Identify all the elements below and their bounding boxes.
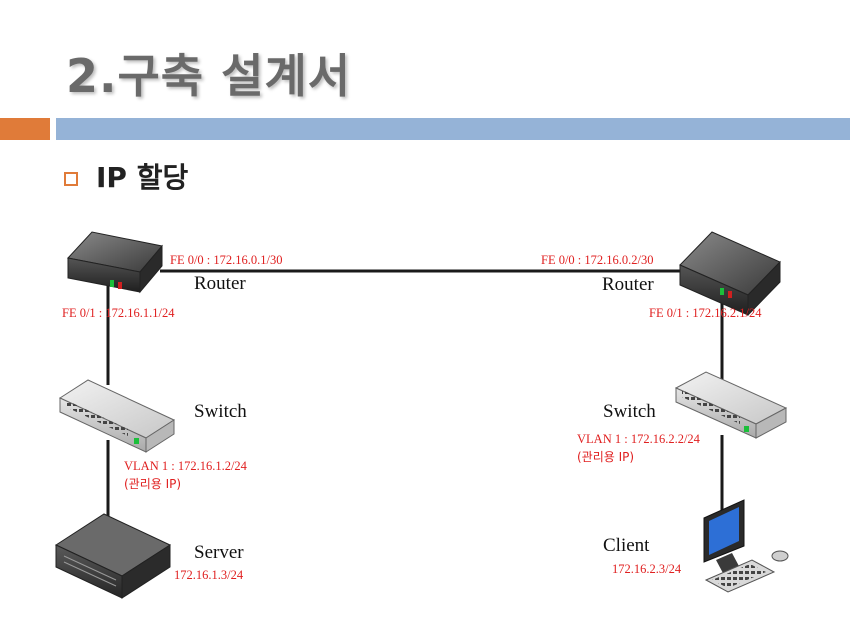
router-right-fe00-ip: FE 0/0 : 172.16.0.2/30 [541,253,654,267]
square-bullet-icon [64,172,78,186]
server-label: Server [194,542,244,563]
client-ip: 172.16.2.3/24 [612,562,682,576]
switch-right-label: Switch [603,401,656,422]
router-left-label: Router [194,273,246,294]
server-ip: 172.16.1.3/24 [174,568,244,582]
section-heading: IP 할당 [96,161,189,194]
router-right-fe01-ip: FE 0/1 : 172.16.2.1/24 [649,306,762,320]
slide-title: 2.구축 설계서 [66,49,352,103]
client-pc-icon [703,499,789,593]
switch-right-icon [674,371,788,439]
title-accent-bar-blue [56,118,850,140]
switch-right-mgmt-note: (관리용 IP) [577,450,634,464]
switch-left-icon [58,379,176,453]
switch-left-mgmt-note: (관리용 IP) [124,477,181,491]
router-left-icon [67,231,163,294]
title-accent-bar-orange [0,118,50,140]
client-label: Client [603,535,650,556]
router-left-fe01-ip: FE 0/1 : 172.16.1.1/24 [62,306,175,320]
server-icon [54,513,172,599]
switch-left-label: Switch [194,401,247,422]
router-right-label: Router [602,274,654,295]
switch-left-vlan-ip: VLAN 1 : 172.16.1.2/24 [124,459,248,473]
router-left-fe00-ip: FE 0/0 : 172.16.0.1/30 [170,253,283,267]
switch-right-vlan-ip: VLAN 1 : 172.16.2.2/24 [577,432,701,446]
router-right-icon [679,231,781,317]
